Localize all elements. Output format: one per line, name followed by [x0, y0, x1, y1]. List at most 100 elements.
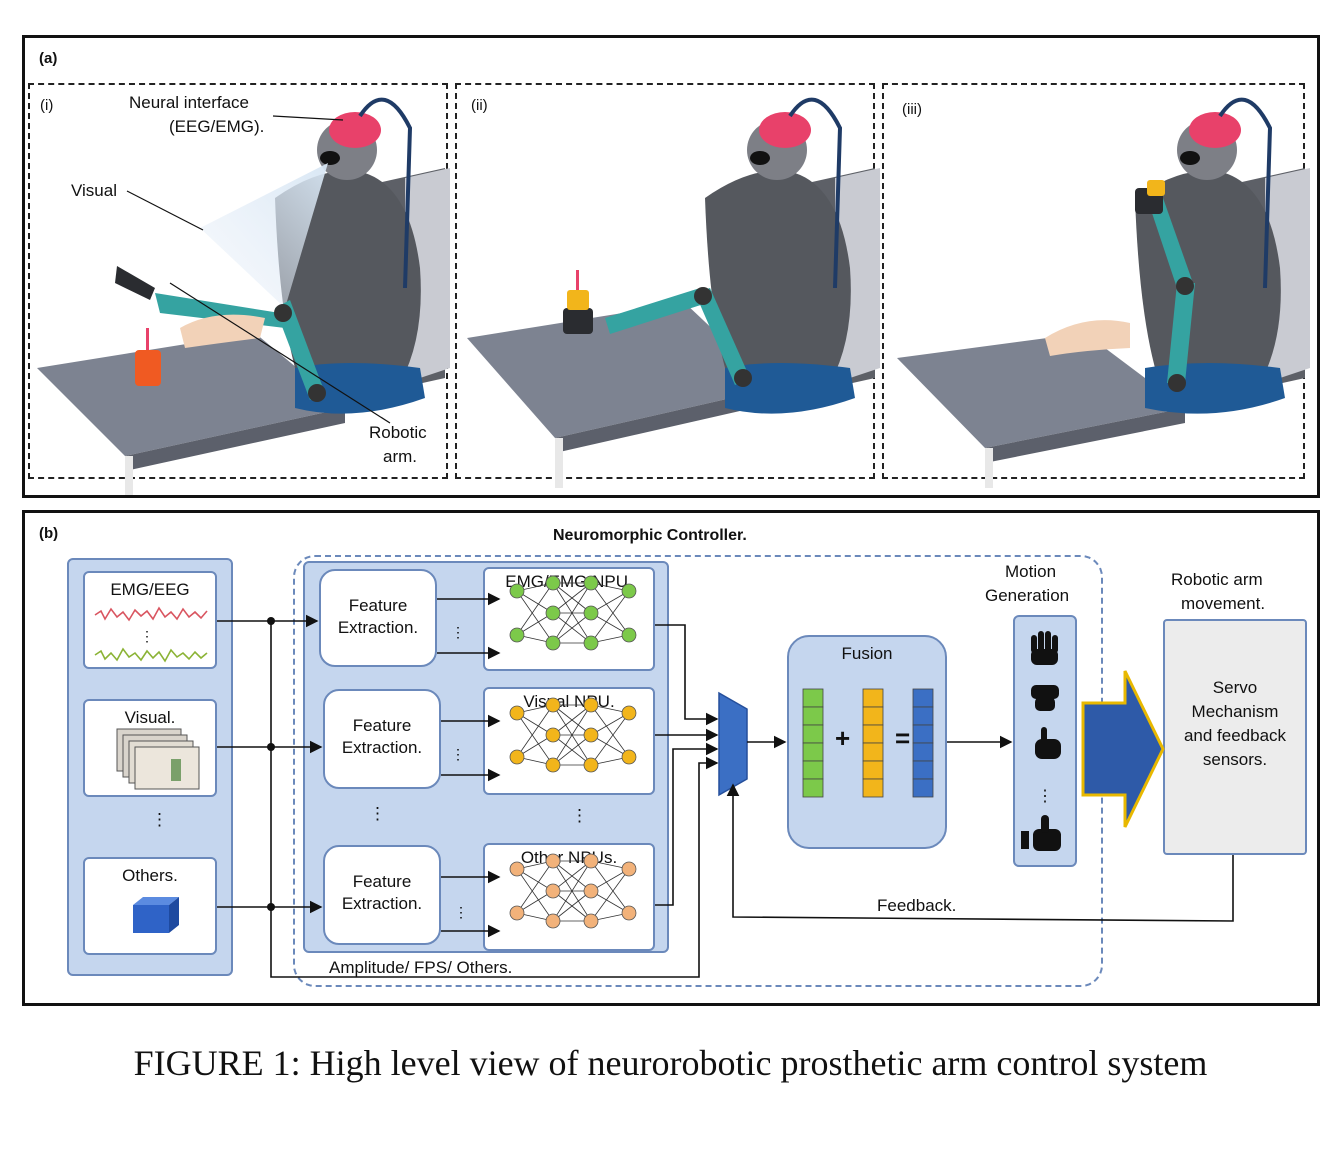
nn-node: [545, 635, 561, 651]
svg-text:⋮: ⋮: [451, 746, 465, 762]
neural-interface-sublabel: (EEG/EMG).: [169, 117, 265, 136]
servo-line1: Servo: [1212, 678, 1258, 697]
nn-node: [583, 913, 599, 929]
nn-node: [621, 861, 637, 877]
nn-node: [621, 627, 637, 643]
neural-networks: [509, 575, 637, 929]
pointing-hand-icon: [1035, 727, 1061, 759]
nn-node: [545, 757, 561, 773]
nn-node: [545, 883, 561, 899]
hand-gesture-icons: ⋮: [1021, 631, 1061, 851]
nn-node: [509, 705, 525, 721]
feature-extraction-visual: Feature Extraction.: [323, 689, 441, 789]
fusion-vector-green: [802, 688, 824, 798]
diagram-graphics: ⋮: [94, 575, 1234, 978]
fusion-vectors: [802, 688, 934, 798]
feature-ellipsis: ⋮: [369, 804, 386, 823]
nn-node: [509, 861, 525, 877]
servo-line2: Mechanism: [1191, 702, 1279, 721]
svg-text:⋮: ⋮: [451, 624, 465, 640]
visual-input-label: Visual.: [124, 708, 176, 727]
nn-node: [621, 583, 637, 599]
amplitude-label: Amplitude/ FPS/ Others.: [329, 958, 513, 977]
visual-label: Visual: [71, 181, 117, 200]
nn-node: [583, 697, 599, 713]
emg-eeg-label: EMG/EEG: [110, 580, 190, 599]
nn-node: [545, 913, 561, 929]
feature-extraction-emg: Feature Extraction.: [319, 569, 437, 667]
fusion-label: Fusion: [841, 644, 893, 663]
figure-caption: FIGURE 1: High level view of neuroroboti…: [133, 1043, 1208, 1083]
panel-a-label: (a): [39, 50, 58, 67]
nn-node: [509, 905, 525, 921]
scene-drinking: [897, 97, 1310, 488]
nn-node: [583, 883, 599, 899]
fusion-vector-yellow: [862, 688, 884, 798]
motion-generation-line1: Motion: [1005, 562, 1057, 581]
feature-extraction-other-line1: Feature: [352, 872, 412, 891]
fusion-plus: +: [835, 723, 851, 753]
open-hand-icon: [1031, 631, 1058, 665]
nn-node: [583, 575, 599, 591]
scene-reaching: [37, 97, 450, 495]
multiplexer: [718, 691, 748, 797]
controller-title: Neuromorphic Controller.: [553, 527, 747, 544]
nn-node: [583, 727, 599, 743]
feature-extraction-emg-line2: Extraction.: [337, 618, 419, 637]
nn-node: [509, 749, 525, 765]
illustration-scenes: [37, 97, 1310, 495]
servo-line4: sensors.: [1202, 750, 1268, 769]
svg-text:⋮: ⋮: [454, 904, 468, 920]
nn-node: [545, 853, 561, 869]
motion-generation-line2: Generation: [985, 586, 1070, 605]
robotic-arm-label: Robotic: [369, 423, 427, 442]
nn-node: [509, 627, 525, 643]
feature-extraction-emg-line1: Feature: [348, 596, 408, 615]
nn-node: [621, 905, 637, 921]
thumbs-up-icon: [1021, 815, 1061, 851]
nn-node: [545, 697, 561, 713]
servo-line3: and feedback: [1183, 726, 1287, 745]
nn-visual: [509, 697, 637, 773]
svg-text:⋮: ⋮: [140, 628, 154, 644]
nn-node: [583, 757, 599, 773]
panel-a: (a) (i) (ii) (iii): [22, 35, 1320, 498]
svg-text:⋮: ⋮: [1037, 788, 1053, 805]
panel-b: (b) Neuromorphic Controller. EMG/EEG Vis…: [22, 510, 1320, 1006]
npu-ellipsis: ⋮: [571, 806, 588, 825]
emg-signal-red: [94, 606, 208, 622]
nn-node: [583, 853, 599, 869]
feature-extraction-visual-line2: Extraction.: [341, 738, 423, 757]
nn-node: [621, 749, 637, 765]
feature-extraction-other: Feature Extraction.: [323, 845, 441, 945]
scene-grasping: [467, 97, 880, 488]
emg-signal-green: [94, 647, 208, 663]
nn-node: [621, 705, 637, 721]
fusion-equals: =: [895, 723, 911, 753]
fist-icon: [1031, 685, 1059, 711]
nn-node: [583, 635, 599, 651]
subpanel-i-label: (i): [40, 97, 54, 114]
subpanel-iii-label: (iii): [902, 101, 922, 118]
feature-extraction-other-line2: Extraction.: [341, 894, 423, 913]
nn-emg: [509, 575, 637, 651]
feature-extraction-visual-line1: Feature: [352, 716, 412, 735]
servo-box: Servo Mechanism and feedback sensors.: [1163, 619, 1307, 855]
neural-interface-label: Neural interface: [129, 93, 250, 112]
nn-node: [545, 575, 561, 591]
nn-other: [509, 853, 637, 929]
visual-frames-icon: [116, 728, 200, 790]
nn-node: [545, 605, 561, 621]
others-input-label: Others.: [122, 866, 178, 885]
panel-b-label: (b): [39, 525, 59, 542]
feedback-label: Feedback.: [877, 896, 957, 915]
inputs-ellipsis: ⋮: [151, 810, 168, 829]
nn-node: [545, 727, 561, 743]
others-cube-icon: [133, 897, 179, 933]
robotic-arm-sublabel: arm.: [383, 447, 417, 466]
subpanel-ii-label: (ii): [471, 97, 488, 114]
robotic-arm-movement-line2: movement.: [1181, 594, 1266, 613]
npu-emg-box: EMG/EMG NPU.: [483, 567, 655, 671]
nn-node: [509, 583, 525, 599]
fusion-vector-blue: [912, 688, 934, 798]
